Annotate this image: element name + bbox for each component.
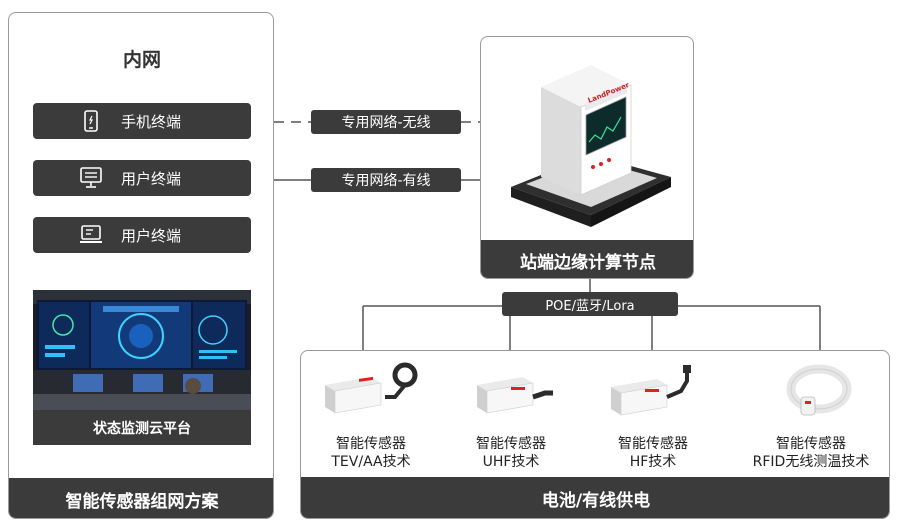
control-room-image [33,290,251,410]
terminal-label: 用户终端 [121,169,182,188]
sensor-tech: UHF技术 [482,454,540,470]
monitor-platform-label: 状态监测云平台 [33,410,251,445]
mobile-phone-icon [79,109,103,133]
terminal-user-laptop[interactable]: 用户终端 [33,217,251,253]
edge-device-image: LandPower [511,65,671,227]
intranet-panel: 内网 手机终端 用户终端 用户终端 [8,12,274,519]
terminal-label: 手机终端 [121,112,182,131]
uhf-sensor-icon [477,377,553,414]
edge-computing-node-panel: LandPower 站端边缘计算节点 [480,36,694,279]
desktop-terminal-icon [79,166,103,190]
rfid-wireless-temperature-sensor-icon [786,364,852,416]
sensor-name: 智能传感器 [618,436,688,452]
sensor-uhf[interactable]: 智能传感器 UHF技术 [441,357,581,477]
poe-bluetooth-lora-label: POE/蓝牙/Lora [502,292,678,316]
sensor-hf[interactable]: 智能传感器 HF技术 [583,357,723,477]
terminal-mobile[interactable]: 手机终端 [33,103,251,139]
sensor-name: 智能传感器 [336,436,406,452]
power-supply-footer: 电池/有线供电 [301,477,889,518]
sensor-rfid[interactable]: 智能传感器 RFID无线测温技术 [741,357,881,477]
wireless-network-label: 专用网络-无线 [311,110,461,134]
terminal-label: 用户终端 [121,226,182,245]
hf-sensor-icon [611,365,691,416]
laptop-terminal-icon [79,223,103,247]
intranet-title: 内网 [122,49,161,71]
sensor-tev-aa[interactable]: 智能传感器 TEV/AA技术 [301,357,441,477]
sensor-name: 智能传感器 [476,436,546,452]
tev-aa-sensor-icon [325,362,418,414]
sensor-tech: TEV/AA技术 [331,454,411,470]
intranet-footer-title: 智能传感器组网方案 [9,478,273,518]
edge-node-label: 站端边缘计算节点 [481,240,693,278]
sensor-tech: RFID无线测温技术 [752,454,870,470]
sensor-panel: 智能传感器 TEV/AA技术 智能传感器 UHF技术 智能传感器 HF技术 [300,350,890,519]
sensor-name: 智能传感器 [776,436,846,452]
terminal-user-desktop[interactable]: 用户终端 [33,160,251,196]
sensor-tech: HF技术 [629,454,677,470]
cloud-monitoring-platform[interactable]: 状态监测云平台 [33,290,251,445]
wired-network-label: 专用网络-有线 [311,168,461,192]
